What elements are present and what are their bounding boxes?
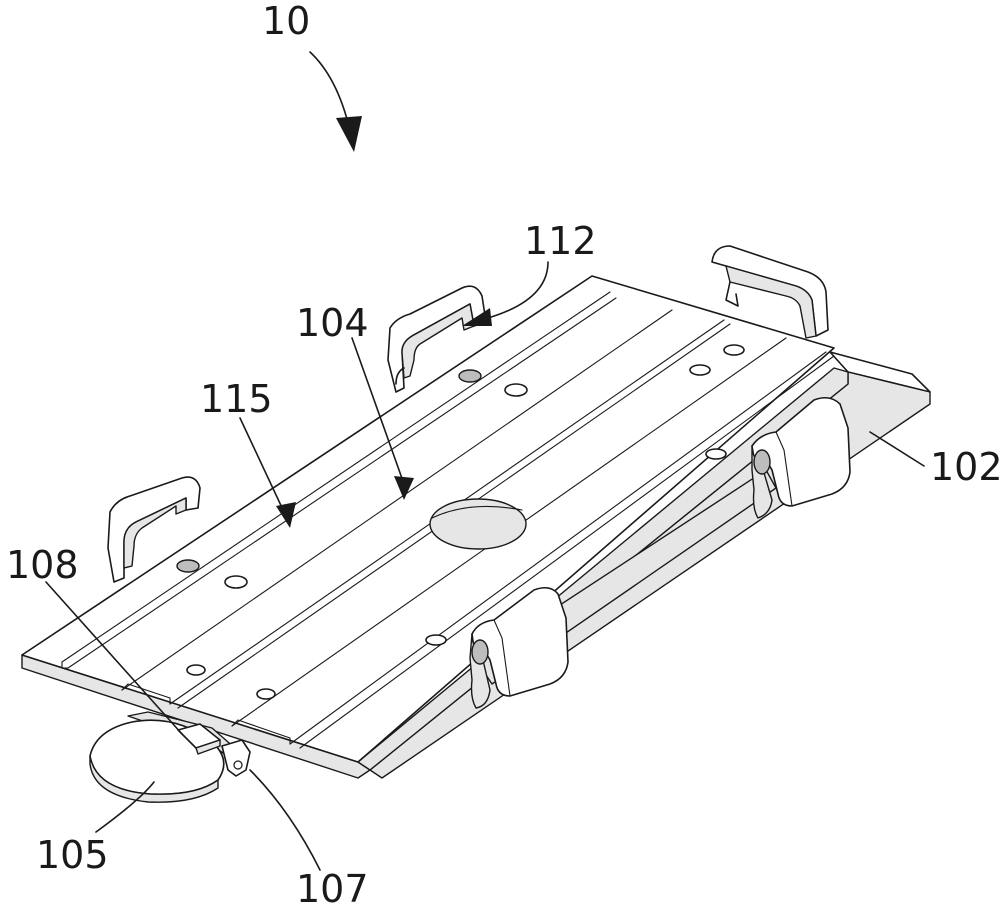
- label-112: 112: [524, 219, 597, 263]
- label-104: 104: [296, 301, 369, 345]
- hinge-107: [221, 739, 251, 777]
- label-105: 105: [36, 833, 109, 877]
- back-clip-right: [711, 245, 829, 339]
- label-115: 115: [200, 377, 273, 421]
- back-clip-left: [387, 285, 487, 393]
- label-102: 102: [930, 445, 1000, 489]
- latch-108: [177, 723, 221, 755]
- label-assembly: 10: [262, 0, 310, 43]
- leader-lines: [45, 261, 925, 871]
- front-clip-left: [107, 476, 201, 583]
- label-107: 107: [296, 867, 369, 911]
- assembly-arrow: [309, 51, 362, 152]
- front-clip-center: [469, 586, 569, 709]
- front-clip-right: [751, 396, 851, 519]
- label-108: 108: [6, 543, 79, 587]
